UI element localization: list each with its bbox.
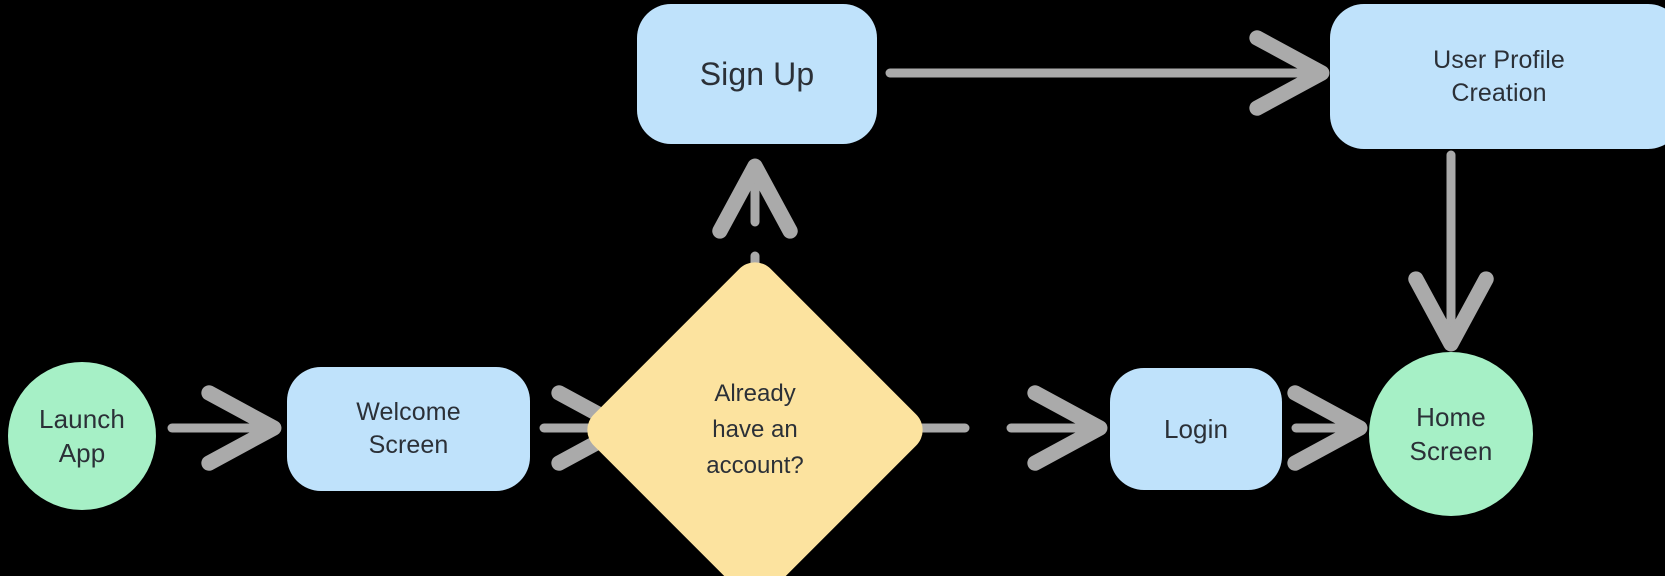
node-login-label: Login (1163, 413, 1229, 444)
node-home-screen-label: Home Screen (1409, 401, 1493, 466)
node-user-profile-creation[interactable]: User Profile Creation (1330, 4, 1665, 149)
node-home-screen[interactable]: Home Screen (1369, 352, 1533, 516)
node-sign-up[interactable]: Sign Up (637, 4, 877, 144)
node-user-profile-creation-label: User Profile Creation (1433, 45, 1565, 107)
node-already-have-account[interactable]: Already have an account? (578, 253, 932, 576)
node-already-have-account-label: Already have an account? (706, 380, 804, 479)
node-launch-app[interactable]: Launch App (8, 362, 156, 510)
node-welcome-screen[interactable]: Welcome Screen (287, 367, 530, 491)
node-launch-app-label: Launch App (39, 403, 125, 468)
node-welcome-screen-label: Welcome Screen (356, 398, 461, 459)
node-login[interactable]: Login (1110, 368, 1282, 490)
node-sign-up-label: Sign Up (699, 55, 815, 92)
